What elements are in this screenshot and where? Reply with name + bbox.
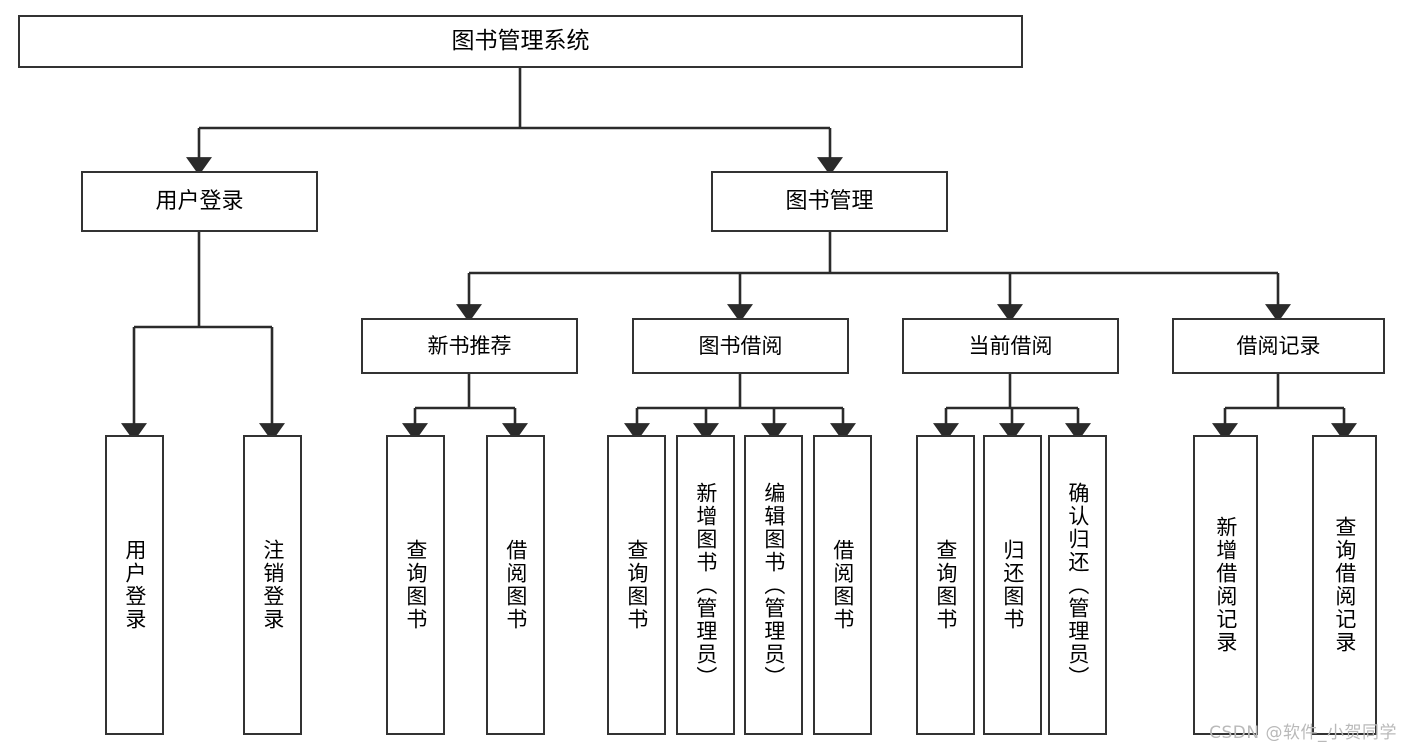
node-book-management-system[interactable]: 图书管理系统 (18, 15, 1023, 68)
node-label: 用户登录 (122, 539, 147, 631)
node-label: 新书推荐 (427, 333, 512, 358)
leaf-new-book-query-book[interactable]: 查询图书 (386, 435, 445, 735)
node-label: 借阅图书 (503, 539, 528, 631)
node-book-borrow[interactable]: 图书借阅 (632, 318, 849, 374)
node-label: 借阅记录 (1236, 333, 1321, 358)
leaf-borrow-add-book-admin[interactable]: 新增图书（管理员） (676, 435, 735, 735)
node-label: 查询借阅记录 (1332, 516, 1357, 654)
node-label: 新增图书（管理员） (693, 481, 718, 689)
leaf-user-login-login[interactable]: 用户登录 (105, 435, 164, 735)
node-label: 图书管理 (785, 188, 874, 214)
node-label: 归还图书 (1000, 539, 1025, 631)
node-label: 图书借阅 (698, 333, 783, 358)
node-borrow-record[interactable]: 借阅记录 (1172, 318, 1385, 374)
node-label: 借阅图书 (830, 539, 855, 631)
node-user-login[interactable]: 用户登录 (81, 171, 318, 232)
node-label: 新增借阅记录 (1213, 516, 1238, 654)
node-label: 当前借阅 (968, 333, 1053, 358)
leaf-borrow-edit-book-admin[interactable]: 编辑图书（管理员） (744, 435, 803, 735)
node-new-book-recommend[interactable]: 新书推荐 (361, 318, 578, 374)
node-label: 编辑图书（管理员） (761, 481, 786, 689)
leaf-new-book-borrow-book[interactable]: 借阅图书 (486, 435, 545, 735)
node-label: 查询图书 (403, 539, 428, 631)
leaf-borrow-borrow-book[interactable]: 借阅图书 (813, 435, 872, 735)
node-label: 注销登录 (260, 539, 285, 631)
leaf-user-login-logout[interactable]: 注销登录 (243, 435, 302, 735)
node-current-borrow[interactable]: 当前借阅 (902, 318, 1119, 374)
node-label: 查询图书 (933, 539, 958, 631)
node-label: 用户登录 (155, 188, 244, 214)
node-book-management[interactable]: 图书管理 (711, 171, 948, 232)
leaf-current-return-book[interactable]: 归还图书 (983, 435, 1042, 735)
leaf-record-add-record[interactable]: 新增借阅记录 (1193, 435, 1258, 735)
node-label: 查询图书 (624, 539, 649, 631)
leaf-current-query-book[interactable]: 查询图书 (916, 435, 975, 735)
leaf-record-query-record[interactable]: 查询借阅记录 (1312, 435, 1377, 735)
csdn-watermark: CSDN @软件_小贺同学 (1209, 723, 1397, 743)
node-label: 确认归还（管理员） (1065, 481, 1090, 689)
node-label: 图书管理系统 (451, 27, 590, 54)
leaf-borrow-query-book[interactable]: 查询图书 (607, 435, 666, 735)
leaf-current-confirm-return-admin[interactable]: 确认归还（管理员） (1048, 435, 1107, 735)
